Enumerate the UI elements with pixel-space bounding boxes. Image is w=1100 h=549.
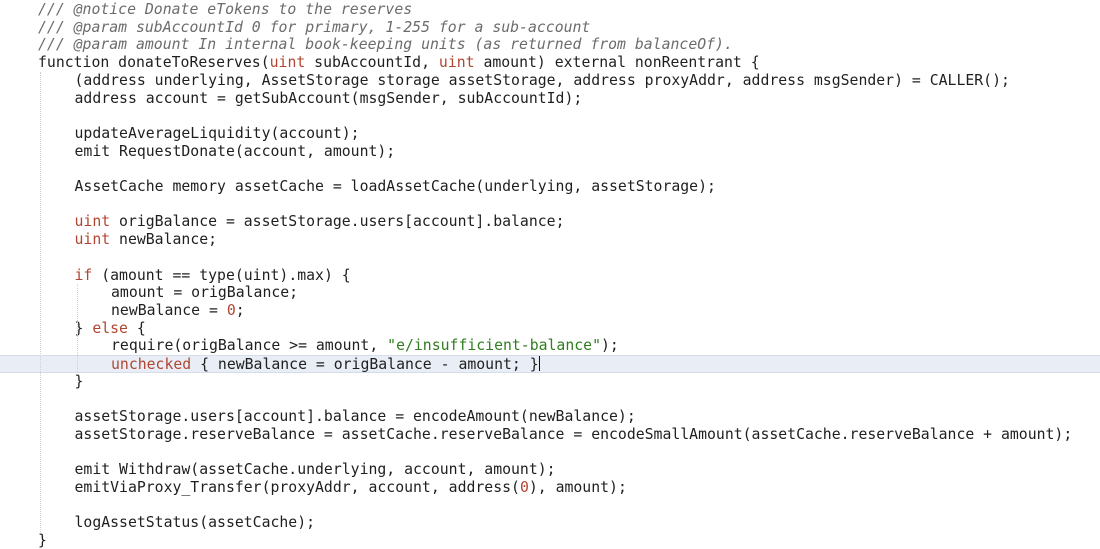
code-token: "e/insufficient-balance" <box>387 337 601 355</box>
code-line[interactable]: assetStorage.users[account].balance = en… <box>0 408 1100 426</box>
code-token: else <box>92 319 128 337</box>
code-line[interactable]: } <box>0 532 1100 549</box>
code-line-content: newBalance = 0; <box>111 302 245 320</box>
code-token: 0 <box>519 478 529 496</box>
code-line[interactable]: logAssetStatus(assetCache); <box>0 514 1100 532</box>
code-token: uint <box>269 54 306 72</box>
code-line[interactable]: AssetCache memory assetCache = loadAsset… <box>0 178 1100 196</box>
code-line-content: uint newBalance; <box>75 231 218 249</box>
code-line[interactable] <box>0 107 1100 125</box>
code-line-content: amount = origBalance; <box>111 284 298 302</box>
code-line-content: function donateToReserves(uint subAccoun… <box>38 54 760 72</box>
code-line[interactable]: } else { <box>0 320 1100 338</box>
code-line[interactable]: if (amount == type(uint).max) { <box>0 267 1100 285</box>
code-line[interactable]: /// @param amount In internal book-keepi… <box>0 36 1100 54</box>
code-token: function donateToReserves( <box>38 54 270 72</box>
code-token: if <box>74 266 93 284</box>
code-token: address account = getSubAccount(msgSende… <box>74 89 583 107</box>
code-line-content: AssetCache memory assetCache = loadAsset… <box>75 178 716 196</box>
code-token: { <box>127 319 146 337</box>
code-line-content: unchecked { newBalance = origBalance - a… <box>111 356 541 374</box>
code-token: /// @notice Donate eTokens to the reserv… <box>38 1 413 18</box>
code-line[interactable]: /// @notice Donate eTokens to the reserv… <box>0 1 1100 19</box>
code-line-content: } <box>38 532 47 549</box>
code-line-content: updateAverageLiquidity(account); <box>75 125 360 143</box>
code-line-content: emit Withdraw(assetCache.underlying, acc… <box>75 461 556 479</box>
code-line[interactable]: emitViaProxy_Transfer(proxyAddr, account… <box>0 479 1100 497</box>
code-line-content: if (amount == type(uint).max) { <box>75 267 351 285</box>
code-line[interactable] <box>0 249 1100 267</box>
code-line-content: } else { <box>75 320 146 338</box>
code-token: uint <box>74 213 111 231</box>
code-token: amount) external nonReentrant { <box>474 54 760 72</box>
code-line[interactable]: function donateToReserves(uint subAccoun… <box>0 54 1100 72</box>
code-line[interactable] <box>0 444 1100 462</box>
indent-guide <box>76 284 78 373</box>
code-line[interactable]: updateAverageLiquidity(account); <box>0 125 1100 143</box>
code-token: logAssetStatus(assetCache); <box>74 514 316 532</box>
code-line-content: /// @notice Donate eTokens to the reserv… <box>38 1 412 19</box>
code-token: ), amount); <box>528 478 627 496</box>
code-token: } <box>38 532 47 549</box>
code-line[interactable]: (address underlying, AssetStorage storag… <box>0 72 1100 90</box>
code-line[interactable] <box>0 390 1100 408</box>
code-line-content: /// @param subAccountId 0 for primary, 1… <box>38 19 590 37</box>
code-line[interactable]: newBalance = 0; <box>0 302 1100 320</box>
code-line[interactable]: unchecked { newBalance = origBalance - a… <box>0 355 1100 373</box>
code-token: emit Withdraw(assetCache.underlying, acc… <box>74 461 556 479</box>
code-token: newBalance = <box>111 301 227 319</box>
code-line-content: logAssetStatus(assetCache); <box>75 514 316 532</box>
code-line[interactable]: require(origBalance >= amount, "e/insuff… <box>0 337 1100 355</box>
code-token: (amount == type(uint).max) { <box>92 266 351 284</box>
code-token: (address underlying, AssetStorage storag… <box>74 71 1010 89</box>
code-line-content: assetStorage.users[account].balance = en… <box>75 408 636 426</box>
code-token: require(origBalance >= amount, <box>111 337 388 355</box>
code-line[interactable] <box>0 196 1100 214</box>
code-line[interactable]: assetStorage.reserveBalance = assetCache… <box>0 426 1100 444</box>
code-token: emitViaProxy_Transfer(proxyAddr, account… <box>74 478 520 496</box>
code-line[interactable]: } <box>0 373 1100 391</box>
code-line[interactable] <box>0 160 1100 178</box>
code-token: subAccountId, <box>305 54 439 72</box>
code-line[interactable]: emit RequestDonate(account, amount); <box>0 143 1100 161</box>
code-token: { newBalance = origBalance - amount; } <box>191 356 539 373</box>
code-token: /// @param amount In internal book-keepi… <box>38 36 733 54</box>
code-token: origBalance = assetStorage.users[account… <box>110 213 565 231</box>
code-line[interactable]: amount = origBalance; <box>0 284 1100 302</box>
code-line[interactable]: uint origBalance = assetStorage.users[ac… <box>0 213 1100 231</box>
code-line-content: /// @param amount In internal book-keepi… <box>38 36 733 54</box>
code-token: uint <box>74 231 111 249</box>
code-token: } <box>74 372 84 390</box>
code-line-content: emit RequestDonate(account, amount); <box>75 143 396 161</box>
code-line-content: uint origBalance = assetStorage.users[ac… <box>75 213 565 231</box>
code-token: ); <box>600 337 619 355</box>
text-caret <box>538 356 541 371</box>
code-token: unchecked <box>111 356 192 373</box>
indent-guide <box>40 71 41 532</box>
code-line-content: require(origBalance >= amount, "e/insuff… <box>111 337 619 355</box>
code-line[interactable]: address account = getSubAccount(msgSende… <box>0 90 1100 108</box>
code-token: newBalance; <box>110 231 218 249</box>
code-token: 0 <box>226 301 236 319</box>
code-line-content: } <box>75 373 84 391</box>
code-token: amount = origBalance; <box>111 284 299 302</box>
code-token: /// @param subAccountId 0 for primary, 1… <box>38 18 591 36</box>
code-token: emit RequestDonate(account, amount); <box>74 142 396 160</box>
code-line-content: emitViaProxy_Transfer(proxyAddr, account… <box>75 479 627 497</box>
code-token: ; <box>235 301 245 319</box>
code-line-content: assetStorage.reserveBalance = assetCache… <box>75 426 1073 444</box>
code-token: uint <box>438 54 475 72</box>
code-line[interactable]: emit Withdraw(assetCache.underlying, acc… <box>0 461 1100 479</box>
code-line[interactable] <box>0 497 1100 515</box>
code-line[interactable]: /// @param subAccountId 0 for primary, 1… <box>0 19 1100 37</box>
code-line-content: (address underlying, AssetStorage storag… <box>75 72 1010 90</box>
code-token: assetStorage.reserveBalance = assetCache… <box>74 425 1073 443</box>
code-line-content: address account = getSubAccount(msgSende… <box>75 90 583 108</box>
code-token: assetStorage.users[account].balance = en… <box>74 408 636 426</box>
code-token: AssetCache memory assetCache = loadAsset… <box>74 178 716 195</box>
code-token: updateAverageLiquidity(account); <box>74 124 360 142</box>
code-line[interactable]: uint newBalance; <box>0 231 1100 249</box>
code-token: } <box>74 319 93 337</box>
